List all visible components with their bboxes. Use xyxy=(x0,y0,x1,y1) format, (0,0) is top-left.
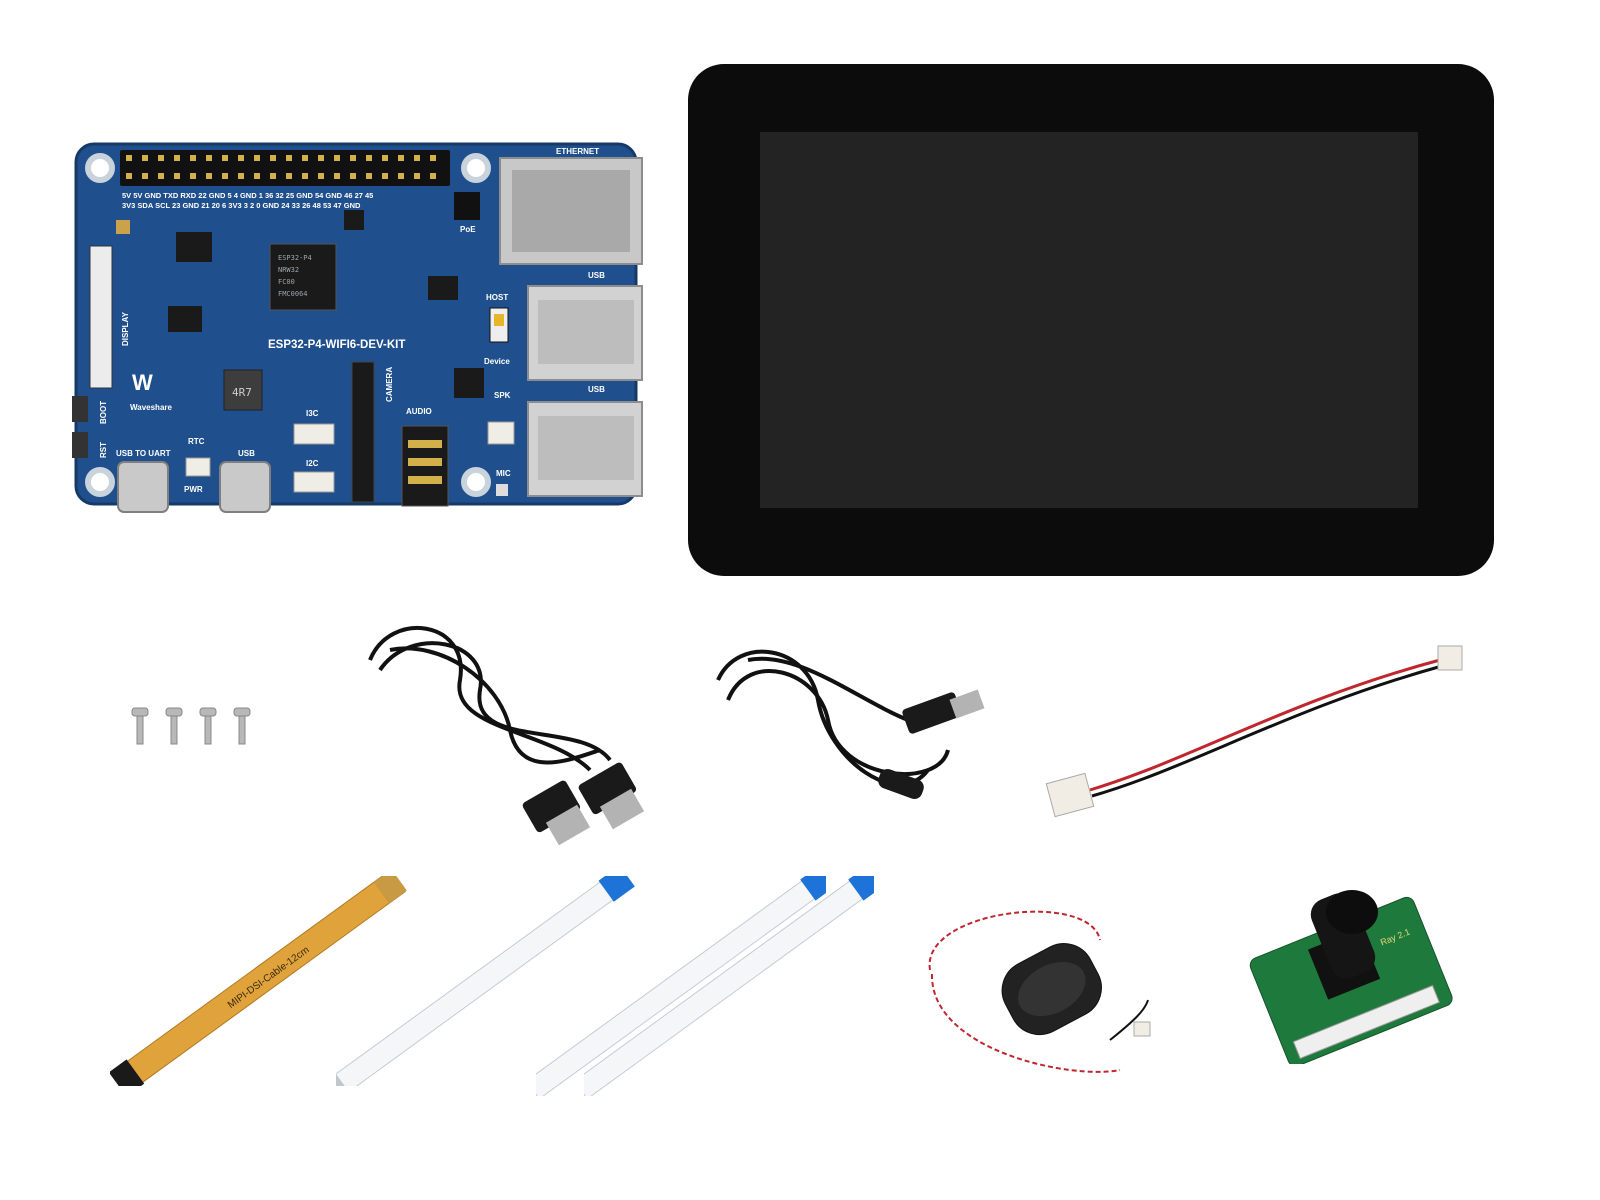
device-label: Device xyxy=(484,357,510,366)
header-bottom-row-label: 3V3 SDA SCL 23 GND 21 20 6 3V3 3 2 0 GND… xyxy=(122,201,361,210)
ethernet-label: ETHERNET xyxy=(556,147,599,156)
host-label: HOST xyxy=(486,293,508,302)
screws xyxy=(124,706,264,752)
dev-board: 5V 5V GND TXD RXD 22 GND 5 4 GND 1 36 32… xyxy=(72,140,652,520)
ffc-ribbon-cable-3 xyxy=(573,864,885,1100)
inductor-label: 4R7 xyxy=(232,386,252,399)
mipi-dsi-cable: MIPI-DSI-Cable-12cm xyxy=(108,869,410,1097)
display-panel xyxy=(760,132,1418,508)
usb-top-label: USB xyxy=(588,271,605,280)
usb-bottom-label: USB xyxy=(588,385,605,394)
camera-module: Ray 2.1 xyxy=(1246,884,1456,1067)
usb-c-cable xyxy=(708,640,988,830)
camera-module-illustration: Ray 2.1 xyxy=(1249,890,1453,1067)
waveshare-logo-icon: W xyxy=(132,370,153,395)
usb-a-cable xyxy=(350,620,650,850)
mic-label: MIC xyxy=(496,469,511,478)
mipi-dsi-cable-illustration: MIPI-DSI-Cable-12cm xyxy=(108,869,407,1097)
power-wire xyxy=(1040,640,1470,830)
boot-label: BOOT xyxy=(99,401,108,424)
chip-line-3: FC00 xyxy=(278,278,295,286)
usb-c-cable-illustration xyxy=(716,649,985,800)
mipi-cable-label: MIPI-DSI-Cable-12cm xyxy=(226,945,312,1011)
usb-to-uart-label: USB TO UART xyxy=(116,449,171,458)
speaker-illustration xyxy=(928,910,1151,1073)
chip-line-4: FMC0064 xyxy=(278,290,308,298)
header-top-row-label: 5V 5V GND TXD RXD 22 GND 5 4 GND 1 36 32… xyxy=(122,191,373,200)
rst-label: RST xyxy=(99,442,108,458)
display-label: DISPLAY xyxy=(121,311,130,346)
chip-line-1: ESP32-P4 xyxy=(278,254,312,262)
speaker xyxy=(920,900,1160,1090)
board-model-label: ESP32-P4-WIFI6-DEV-KIT xyxy=(268,339,405,351)
ffc-ribbon-cable-3-illustration xyxy=(573,864,885,1100)
screw-set-illustration xyxy=(131,707,251,745)
audio-label: AUDIO xyxy=(406,407,432,416)
pwr-label: PWR xyxy=(184,485,203,494)
i2c-label: I2C xyxy=(306,459,319,468)
usb-a-cable-illustration xyxy=(368,625,645,846)
power-wire-illustration xyxy=(1045,645,1463,818)
touch-display xyxy=(688,64,1494,576)
rtc-label: RTC xyxy=(188,437,205,446)
usb-c-label: USB xyxy=(238,449,255,458)
camera-label: CAMERA xyxy=(385,367,394,402)
chip-line-2: NRW32 xyxy=(278,266,299,274)
dev-board-illustration: 5V 5V GND TXD RXD 22 GND 5 4 GND 1 36 32… xyxy=(72,142,643,513)
i3c-label: I3C xyxy=(306,409,319,418)
poe-label: PoE xyxy=(460,225,476,234)
spk-label: SPK xyxy=(494,391,511,400)
brand-label: Waveshare xyxy=(130,403,173,412)
